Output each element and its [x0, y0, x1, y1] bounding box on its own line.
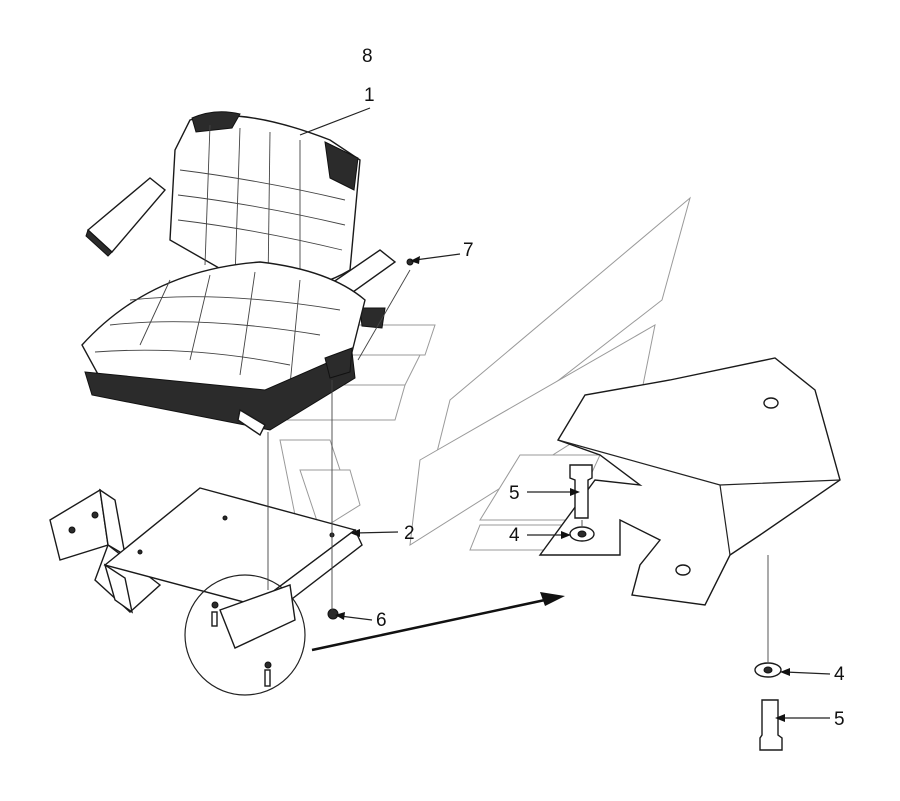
- callout-5-upper: 5: [509, 483, 520, 504]
- direction-arrow: [311, 592, 565, 652]
- seat-assembly: [81, 111, 397, 437]
- leader-lines: [299, 107, 831, 722]
- callouts: 8 1 7 2 6 5 4 4 5: [362, 46, 845, 730]
- callout-1: 1: [364, 85, 375, 106]
- callout-7: 7: [463, 240, 474, 261]
- callout-4-lower: 4: [834, 664, 845, 685]
- callout-8: 8: [362, 46, 373, 67]
- callout-4-upper: 4: [509, 525, 520, 546]
- cover-plate: [538, 357, 841, 606]
- detail-circle: [184, 574, 306, 696]
- callout-2: 2: [404, 523, 415, 544]
- seat-bracket: [49, 487, 363, 624]
- callout-6: 6: [376, 610, 387, 631]
- assembly-lines: [267, 269, 769, 662]
- fasteners: [327, 258, 783, 751]
- callout-5-lower: 5: [834, 709, 845, 730]
